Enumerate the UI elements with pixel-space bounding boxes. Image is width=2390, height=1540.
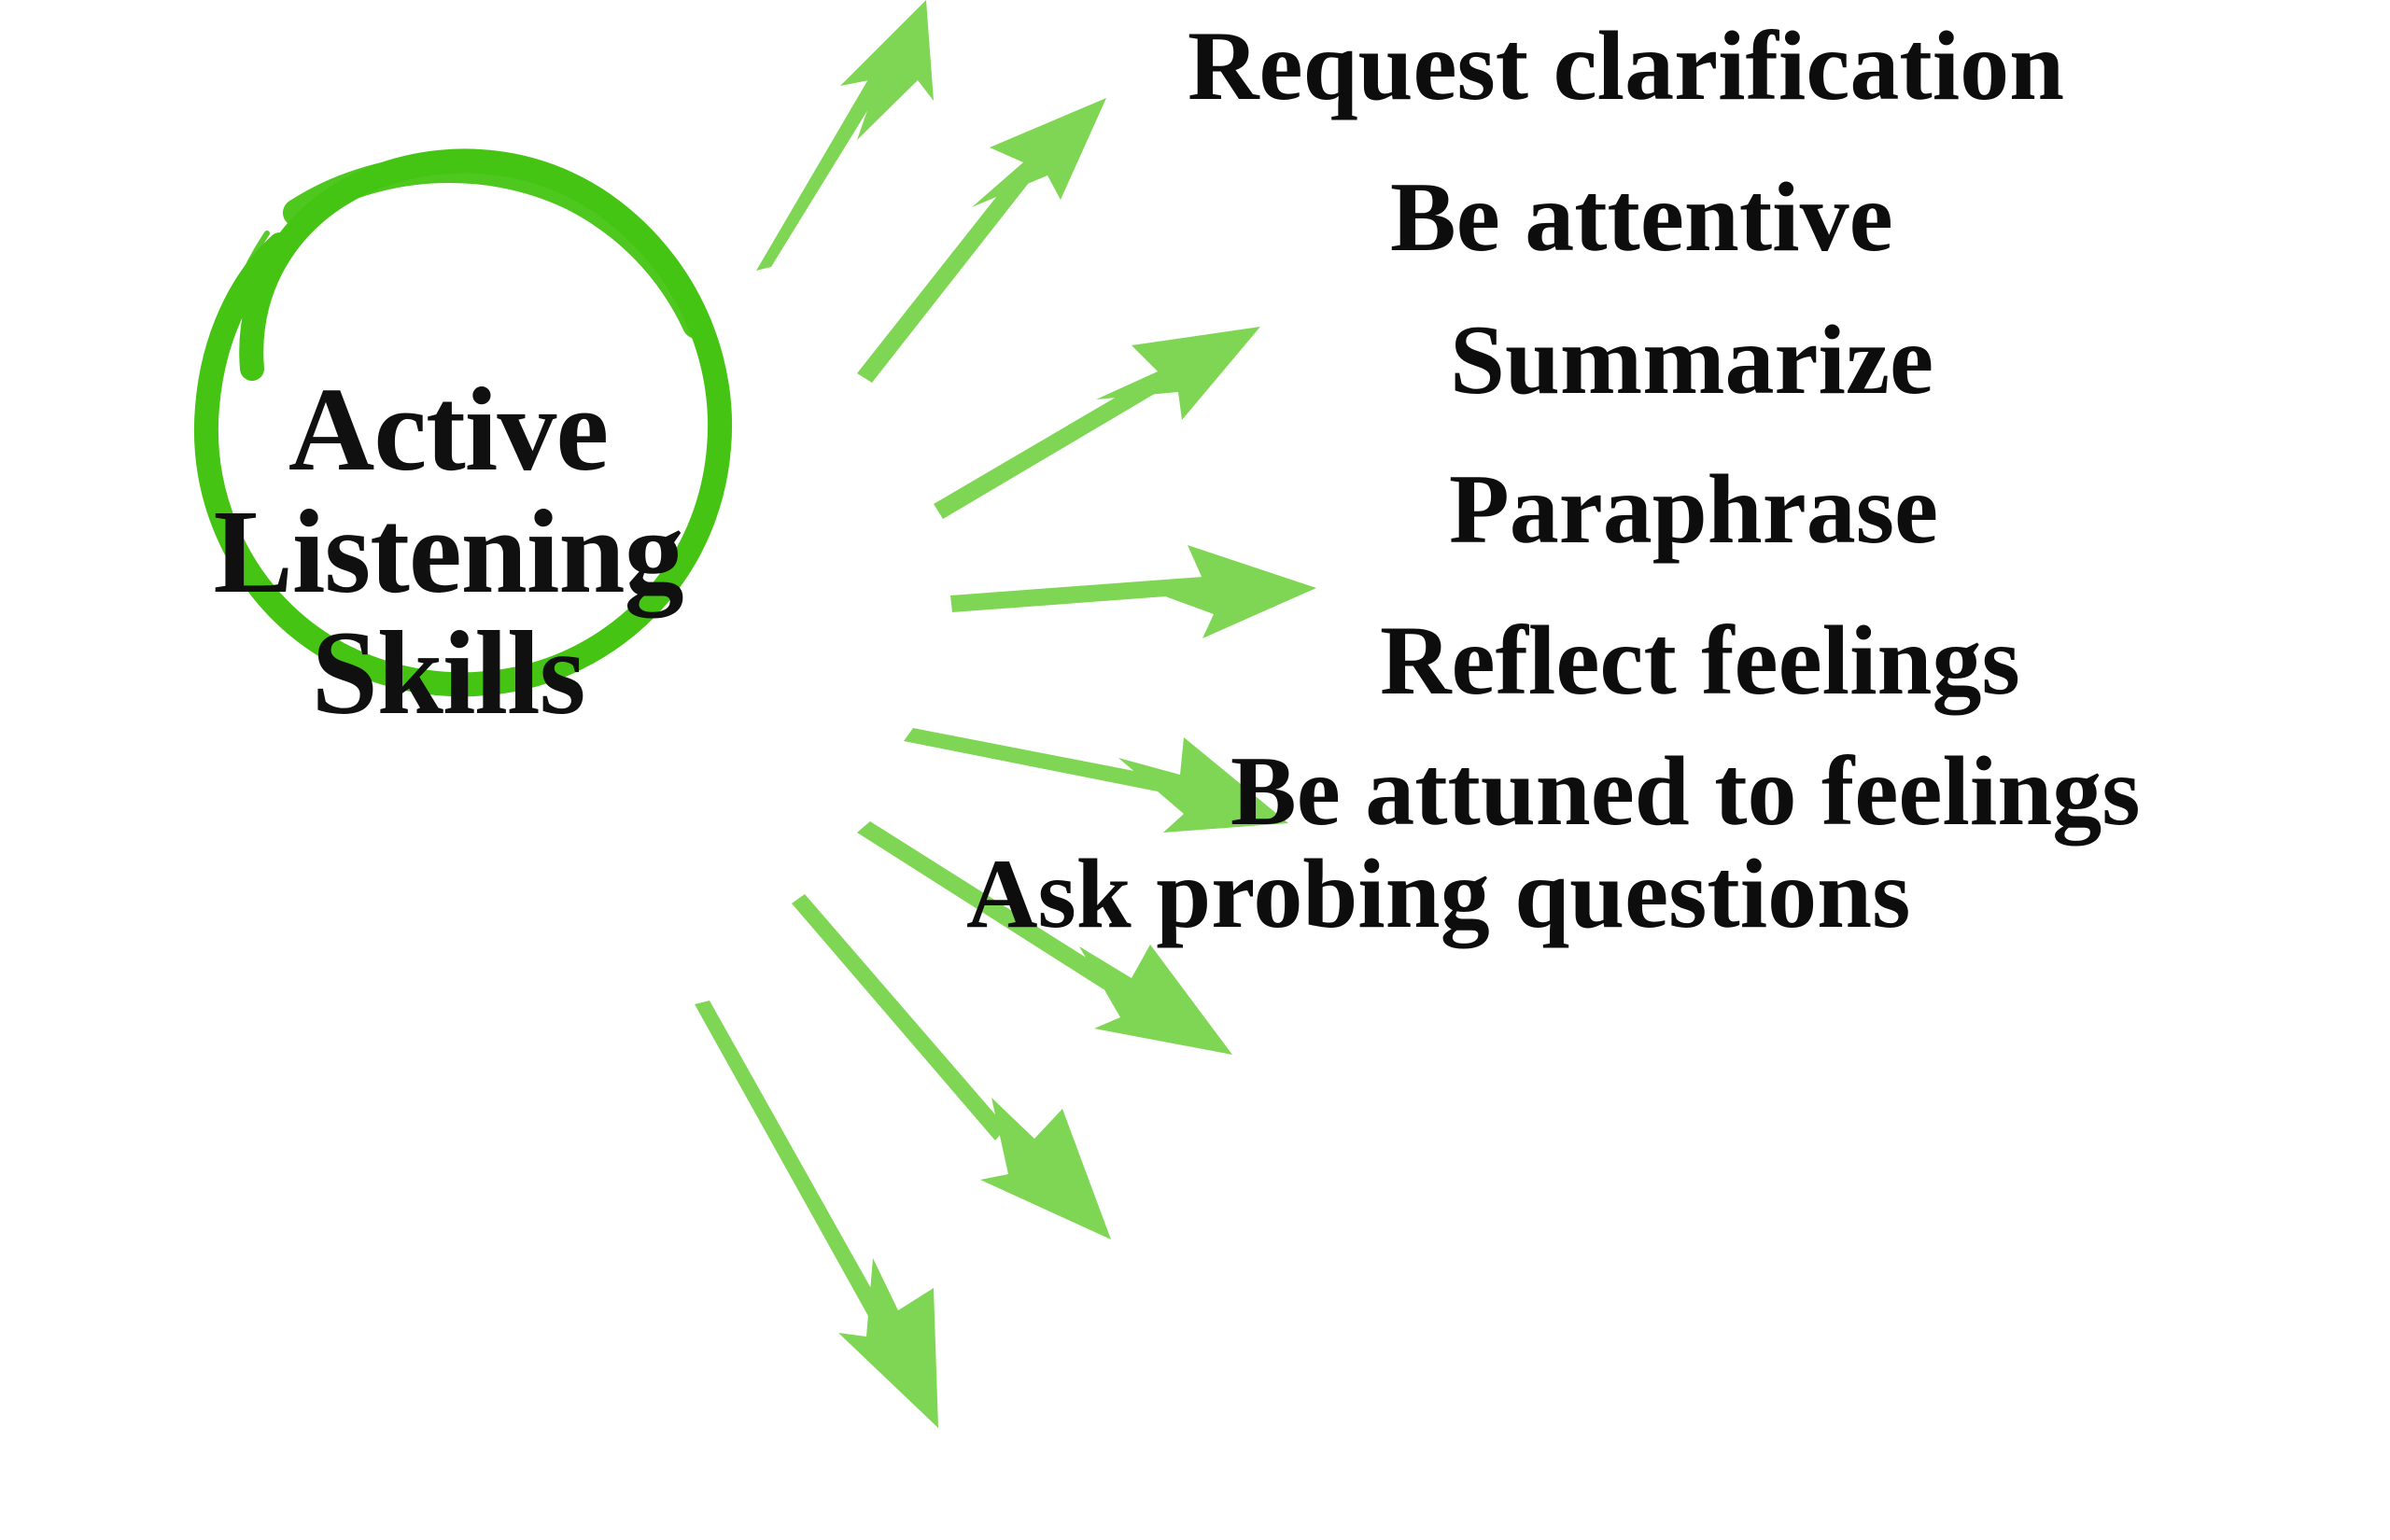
branch-label-summarize: Summarize	[1450, 305, 1934, 414]
arrow-to-be-attentive	[934, 327, 1260, 519]
branch-label-be-attentive: Be attentive	[1390, 162, 1893, 272]
arrow-to-paraphrase	[904, 728, 1288, 833]
arrow-to-offscreen-top	[756, 0, 934, 271]
arrow-to-ask-probing-questions	[695, 1001, 938, 1428]
center-circle-outline	[194, 148, 733, 697]
branch-label-ask-probing-questions: Ask probing questions	[966, 839, 1911, 948]
arrow-to-reflect-feelings	[857, 821, 1232, 1055]
branch-label-paraphrase: Paraphrase	[1449, 455, 1939, 564]
arrow-to-be-attuned-to-feelings	[792, 894, 1111, 1239]
arrow-to-summarize	[950, 545, 1316, 638]
branch-label-be-attuned-to-feelings: Be attuned to feelings	[1230, 736, 2141, 846]
arrow-to-request-clarification	[857, 98, 1106, 383]
branch-label-request-clarification: Request clarification	[1188, 11, 2065, 120]
branch-label-reflect-feelings: Reflect feelings	[1380, 606, 2020, 715]
